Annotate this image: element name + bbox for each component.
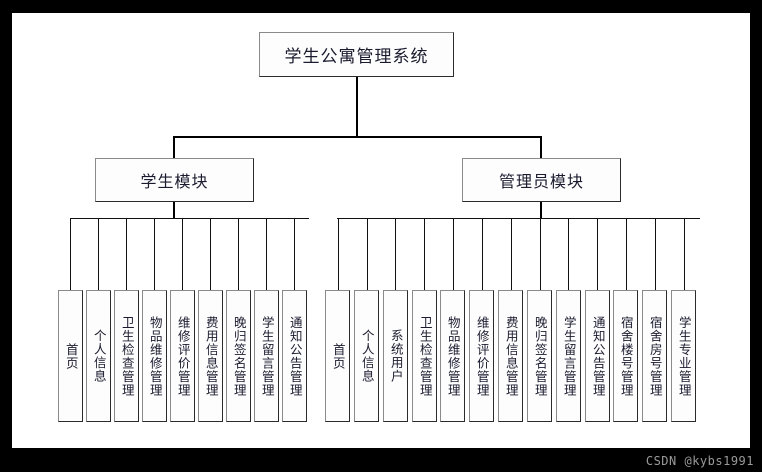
- connector-admin-module-leaf-3: [395, 218, 396, 290]
- leaf-node-label: 费用信息管理: [503, 315, 518, 397]
- leaf-node-admin-module-4[interactable]: 卫生检查管理: [412, 290, 437, 422]
- leaf-node-label: 维修评价管理: [175, 315, 190, 397]
- leaf-node-student-module-7[interactable]: 晚归签名管理: [226, 290, 251, 422]
- leaf-node-admin-module-3[interactable]: 系统用户: [383, 290, 408, 422]
- leaf-node-label: 个人信息: [359, 329, 374, 383]
- leaf-node-label: 通知公告管理: [590, 315, 605, 397]
- leaf-node-admin-module-7[interactable]: 费用信息管理: [498, 290, 523, 422]
- connector-admin-module-leaf-2: [367, 218, 368, 290]
- connector-admin-module-leaf-10: [597, 218, 598, 290]
- leaf-node-admin-module-10[interactable]: 通知公告管理: [585, 290, 610, 422]
- connector-student-module-leaf-3: [126, 218, 127, 290]
- leaf-node-label: 维修评价管理: [474, 315, 489, 397]
- connector-admin-module-leaf-4: [424, 218, 425, 290]
- connector-student-module-leaf-7: [238, 218, 239, 290]
- connector-admin-module-leaf-9: [568, 218, 569, 290]
- leaf-node-admin-module-1[interactable]: 首页: [325, 290, 350, 422]
- connector-admin-children-bus: [337, 218, 700, 219]
- connector-student-module-leaf-2: [98, 218, 99, 290]
- connector-admin-module-leaf-1: [338, 218, 339, 290]
- connector-admin-module-leaf-11: [626, 218, 627, 290]
- leaf-node-student-module-1[interactable]: 首页: [58, 290, 83, 422]
- leaf-node-label: 晚归签名管理: [231, 315, 246, 397]
- leaf-node-label: 宿舍房号管理: [647, 315, 662, 397]
- leaf-node-admin-module-13[interactable]: 学生专业管理: [671, 290, 696, 422]
- leaf-node-student-module-9[interactable]: 通知公告管理: [282, 290, 307, 422]
- connector-admin-module-leaf-13: [684, 218, 685, 290]
- root-node-student-apartment-system[interactable]: 学生公寓管理系统: [259, 32, 454, 77]
- leaf-node-label: 晚归签名管理: [532, 315, 547, 397]
- diagram-canvas: 学生公寓管理系统 学生模块 管理员模块 首页个人信息卫生检查管理物品维修管理维修…: [12, 13, 750, 448]
- leaf-node-label: 宿舍楼号管理: [618, 315, 633, 397]
- connector-root-bus: [173, 136, 542, 138]
- leaf-node-student-module-6[interactable]: 费用信息管理: [198, 290, 223, 422]
- leaf-node-label: 费用信息管理: [203, 315, 218, 397]
- leaf-node-label: 学生专业管理: [676, 315, 691, 397]
- leaf-node-student-module-2[interactable]: 个人信息: [86, 290, 111, 422]
- connector-admin-module-stem: [540, 202, 542, 219]
- connector-root-stem: [356, 77, 358, 137]
- module-node-student[interactable]: 学生模块: [95, 158, 254, 202]
- leaf-node-student-module-5[interactable]: 维修评价管理: [170, 290, 195, 422]
- connector-student-module-leaf-1: [70, 218, 71, 290]
- leaf-node-admin-module-8[interactable]: 晚归签名管理: [527, 290, 552, 422]
- watermark-text: CSDN @kybs1991: [645, 454, 754, 468]
- connector-admin-module-leaf-6: [482, 218, 483, 290]
- connector-bus-to-admin-module: [540, 136, 542, 160]
- connector-student-module-leaf-8: [266, 218, 267, 290]
- connector-admin-module-leaf-7: [511, 218, 512, 290]
- module-node-student-label: 学生模块: [140, 174, 209, 191]
- leaf-node-label: 卫生检查管理: [417, 315, 432, 397]
- leaf-node-admin-module-12[interactable]: 宿舍房号管理: [642, 290, 667, 422]
- leaf-node-admin-module-5[interactable]: 物品维修管理: [440, 290, 465, 422]
- leaf-node-student-module-3[interactable]: 卫生检查管理: [114, 290, 139, 422]
- leaf-node-admin-module-6[interactable]: 维修评价管理: [469, 290, 494, 422]
- connector-admin-module-leaf-8: [540, 218, 541, 290]
- leaf-node-label: 首页: [63, 342, 78, 370]
- leaf-node-admin-module-9[interactable]: 学生留言管理: [556, 290, 581, 422]
- leaf-node-label: 卫生检查管理: [119, 315, 134, 397]
- module-node-admin-label: 管理员模块: [498, 174, 584, 191]
- connector-student-module-leaf-6: [210, 218, 211, 290]
- connector-student-module-stem: [173, 202, 175, 219]
- connector-student-module-leaf-9: [294, 218, 295, 290]
- root-node-label: 学生公寓管理系统: [284, 47, 429, 66]
- connector-admin-module-leaf-12: [655, 218, 656, 290]
- leaf-node-label: 首页: [330, 342, 345, 370]
- leaf-node-student-module-8[interactable]: 学生留言管理: [254, 290, 279, 422]
- leaf-node-label: 系统用户: [388, 329, 403, 383]
- leaf-node-admin-module-2[interactable]: 个人信息: [354, 290, 379, 422]
- leaf-node-label: 学生留言管理: [561, 315, 576, 397]
- connector-student-module-leaf-4: [154, 218, 155, 290]
- module-node-admin[interactable]: 管理员模块: [462, 158, 621, 202]
- connector-bus-to-student-module: [173, 136, 175, 160]
- leaf-node-label: 通知公告管理: [287, 315, 302, 397]
- leaf-node-label: 物品维修管理: [147, 315, 162, 397]
- leaf-node-student-module-4[interactable]: 物品维修管理: [142, 290, 167, 422]
- leaf-node-label: 物品维修管理: [445, 315, 460, 397]
- connector-admin-module-leaf-5: [453, 218, 454, 290]
- leaf-node-label: 个人信息: [91, 329, 106, 383]
- leaf-node-admin-module-11[interactable]: 宿舍楼号管理: [613, 290, 638, 422]
- connector-student-children-bus: [70, 218, 309, 219]
- leaf-node-label: 学生留言管理: [259, 315, 274, 397]
- connector-student-module-leaf-5: [182, 218, 183, 290]
